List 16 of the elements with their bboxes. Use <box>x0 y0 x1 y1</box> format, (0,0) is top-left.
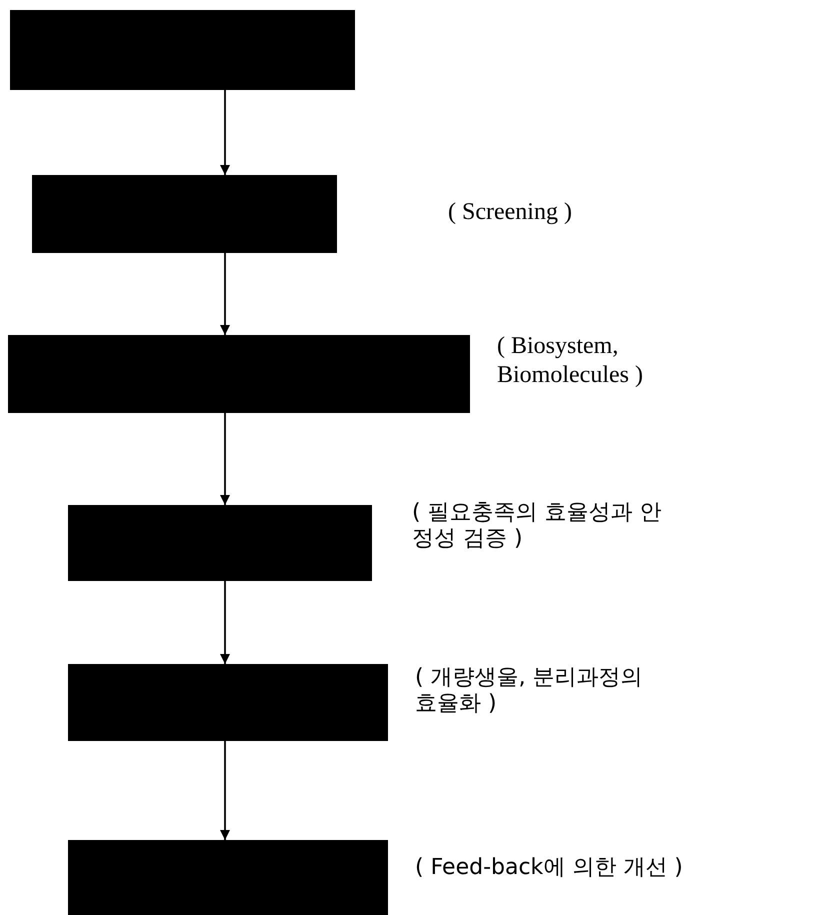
filled-box <box>68 505 372 581</box>
arrow <box>220 90 230 175</box>
filled-box <box>10 10 355 90</box>
arrow <box>220 413 230 505</box>
arrow <box>220 741 230 840</box>
annotation-text: ( 필요충족의 효율성과 안정성 검증 ) <box>412 500 663 553</box>
annotation-text: ( 개량생울, 분리과정의 효율화 ) <box>415 665 644 718</box>
arrow <box>220 581 230 664</box>
filled-box <box>8 335 470 413</box>
annotation-text: ( Feed-back에 의한 개선 ) <box>415 855 684 882</box>
arrow <box>220 253 230 335</box>
filled-box <box>68 840 388 915</box>
annotation-text: ( Screening ) <box>448 198 572 227</box>
filled-box <box>32 175 337 253</box>
annotation-text: ( Biosystem, Biomolecules ) <box>497 332 644 390</box>
filled-box <box>68 664 388 741</box>
